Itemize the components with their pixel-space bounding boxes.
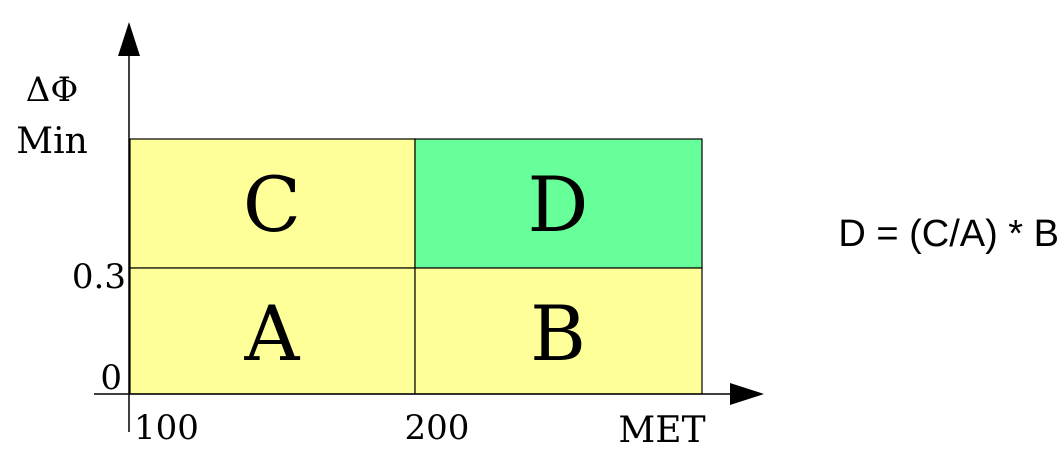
x-axis-label: MET	[618, 410, 705, 451]
region-c-box	[129, 138, 416, 269]
region-b-box	[414, 267, 703, 395]
y-tick-label-0: 0	[100, 358, 122, 398]
y-axis-label-symbol: ΔΦ	[26, 70, 78, 110]
y-axis-label-unit: Min	[16, 121, 88, 162]
region-a-label: A	[244, 289, 301, 378]
abcd-formula: D = (C/A) * B	[838, 213, 1059, 255]
x-tick-label-100: 100	[134, 408, 199, 448]
region-c-label: C	[243, 160, 301, 249]
region-d-box	[414, 138, 703, 269]
region-a-box	[129, 267, 416, 395]
y-tick-label-0.3: 0.3	[72, 257, 126, 297]
x-tick-label-200: 200	[405, 408, 470, 448]
y-axis-arrowhead	[118, 22, 140, 56]
region-d-label: D	[528, 160, 589, 249]
region-b-label: B	[530, 289, 586, 378]
x-axis-arrowhead	[730, 383, 764, 405]
